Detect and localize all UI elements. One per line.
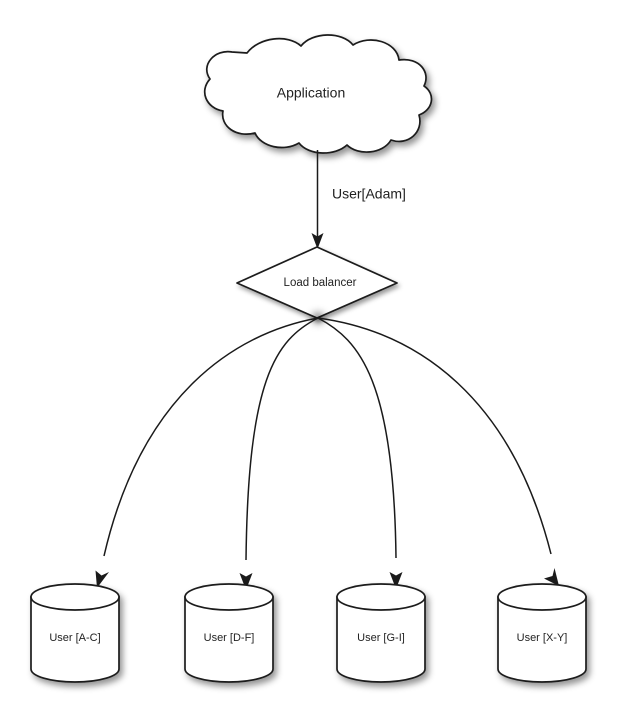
edge-line (103, 317, 319, 557)
edge-line (317, 317, 397, 559)
node-application[interactable]: Application (203, 34, 433, 154)
node-database-2[interactable]: User [D-F] (184, 583, 274, 683)
edge-line (317, 317, 552, 555)
edge-load-balancer-to-db-3[interactable] (317, 317, 403, 589)
database-label: User [D-F] (204, 632, 255, 644)
cylinder-shape (184, 583, 274, 683)
node-load-balancer[interactable]: Load balancer (236, 246, 398, 319)
database-label: User [A-C] (49, 632, 100, 644)
arrowhead-icon (389, 572, 403, 589)
edge-application-to-load-balancer[interactable]: User[Adam] (311, 150, 406, 249)
edge-line (245, 317, 319, 561)
arrowhead-icon (239, 573, 253, 590)
arrowhead-icon (311, 233, 324, 249)
edge-load-balancer-to-db-1[interactable] (95, 317, 319, 588)
cylinder-shape (497, 583, 587, 683)
edge-load-balancer-to-db-4[interactable] (317, 317, 559, 586)
database-label: User [X-Y] (517, 632, 568, 644)
arrowhead-icon (95, 570, 109, 588)
application-label: Application (277, 85, 346, 101)
edge-label-user-adam: User[Adam] (332, 186, 406, 202)
cylinder-shape (30, 583, 120, 683)
database-label: User [G-I] (357, 632, 405, 644)
node-database-3[interactable]: User [G-I] (336, 583, 426, 683)
node-database-4[interactable]: User [X-Y] (497, 583, 587, 683)
cloud-shape (203, 34, 433, 154)
edge-load-balancer-to-db-2[interactable] (239, 317, 319, 590)
cylinder-shape (336, 583, 426, 683)
load-balancer-label: Load balancer (284, 277, 357, 289)
node-database-1[interactable]: User [A-C] (30, 583, 120, 683)
arrowhead-icon (544, 568, 559, 586)
